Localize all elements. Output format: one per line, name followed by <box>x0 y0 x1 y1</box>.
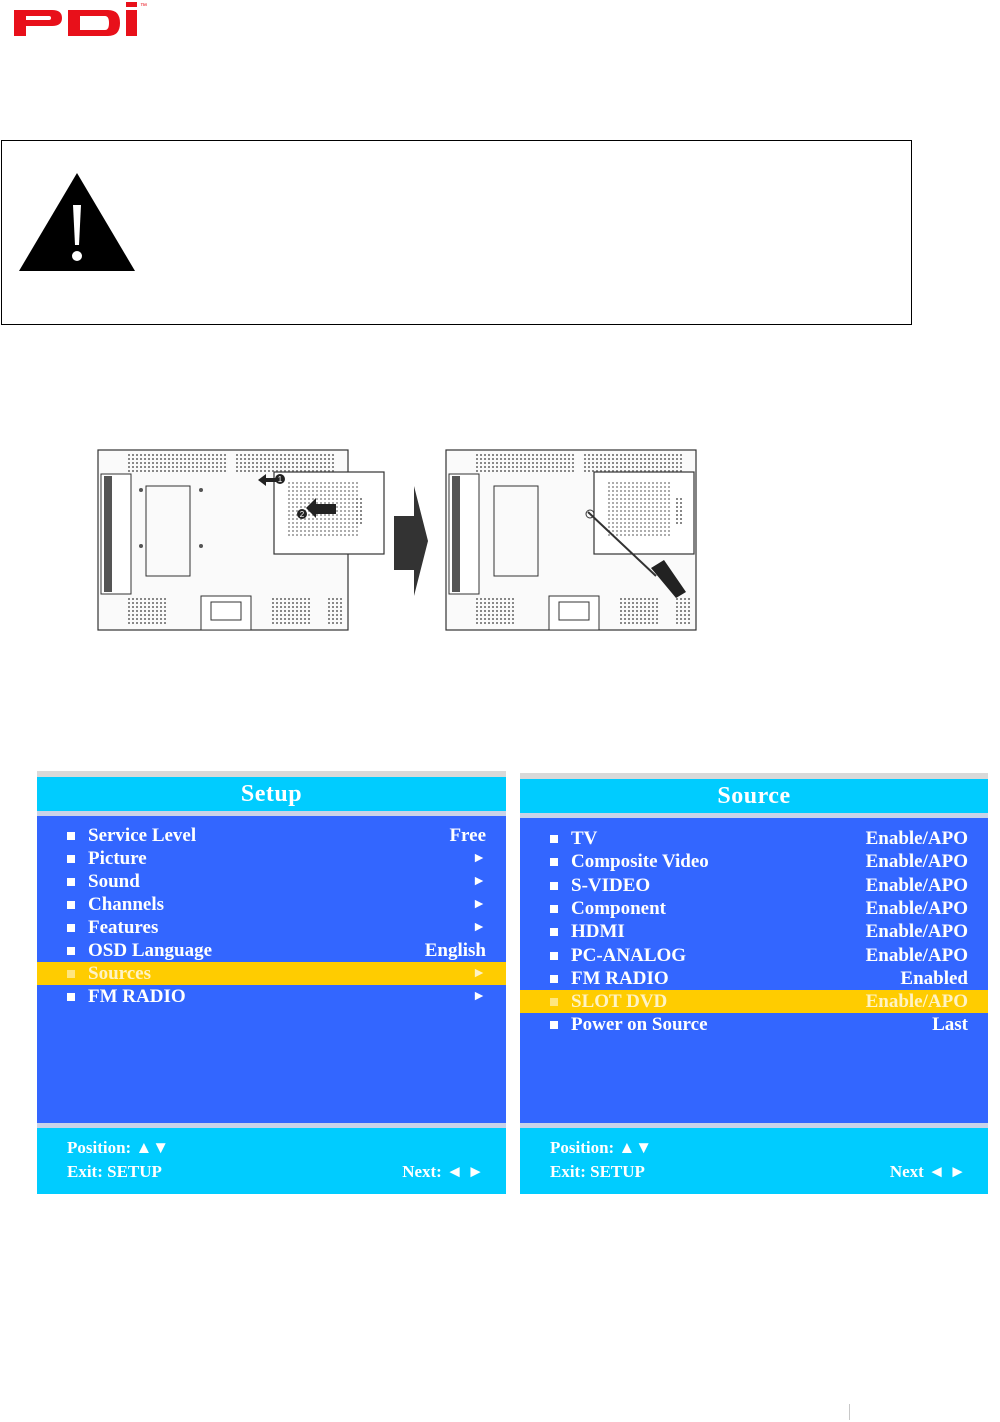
menu-divider <box>520 1123 988 1128</box>
menu-item-value: Enable/APO <box>865 897 968 919</box>
menu-item-value: Enable/APO <box>865 851 968 873</box>
footer-next-hint: Next ◄ ► <box>889 1162 966 1181</box>
menu-item-label: Power on Source <box>571 1014 708 1036</box>
menu-item[interactable]: TV Enable/APO <box>520 827 988 850</box>
menu-item-label: TV <box>571 828 598 849</box>
submenu-arrow-icon: ► <box>472 920 486 935</box>
menu-item-label: HDMI <box>571 921 625 943</box>
menu-item[interactable]: HDMI Enable/APO <box>520 920 988 943</box>
submenu-arrow-icon: ► <box>472 989 486 1004</box>
screwdriver-icon <box>651 560 686 598</box>
menu-footer: Position: ▲▼ Exit: SETUP Next ◄ ► <box>520 1128 988 1194</box>
footer-exit-hint: Exit: SETUP <box>550 1162 645 1181</box>
menu-item[interactable]: Sound ► <box>37 870 506 893</box>
menu-item[interactable]: Service Level Free <box>37 824 506 847</box>
menu-item-label: Features <box>88 917 159 938</box>
menu-item[interactable]: FM RADIO ► <box>37 985 506 1008</box>
menu-item[interactable]: Picture ► <box>37 847 506 870</box>
bullet-icon <box>67 924 75 932</box>
menu-item-label: Sources <box>88 963 151 984</box>
menu-item-label: Picture <box>88 848 147 869</box>
menu-item-label: Composite Video <box>571 851 709 873</box>
warning-triangle-icon <box>19 173 135 271</box>
footer-next-hint: Next: ◄ ► <box>402 1162 484 1181</box>
menu-footer: Position: ▲▼ Exit: SETUP Next: ◄ ► <box>37 1128 506 1194</box>
menu-title: Source <box>520 779 988 813</box>
menu-item[interactable]: Composite Video Enable/APO <box>520 850 988 873</box>
trademark-mark: ™ <box>140 3 147 10</box>
bullet-icon <box>67 993 75 1001</box>
menu-item-label: PC-ANALOG <box>571 944 687 966</box>
submenu-arrow-icon: ► <box>472 897 486 912</box>
menu-item-value: Last <box>932 1014 968 1036</box>
bullet-icon <box>550 835 558 843</box>
bullet-icon <box>67 832 75 840</box>
bullet-icon <box>550 881 558 890</box>
svg-text:2: 2 <box>300 510 305 519</box>
arrow-right-icon <box>394 486 428 596</box>
bullet-icon <box>550 998 558 1007</box>
svg-text:1: 1 <box>278 475 283 484</box>
menu-item-value: English <box>424 940 486 961</box>
menu-item[interactable]: Sources ► <box>37 962 506 985</box>
footer-position-hint: Position: ▲▼ <box>67 1138 170 1157</box>
menu-top-band <box>520 773 988 779</box>
bullet-icon <box>67 947 75 955</box>
menu-item-value: Enable/APO <box>865 944 968 966</box>
dvd-slot-installation-illustration: 1 2 <box>97 449 697 631</box>
bullet-icon <box>550 904 558 913</box>
submenu-arrow-icon: ► <box>472 874 486 889</box>
menu-item-label: Sound <box>88 871 140 892</box>
menu-item-label: OSD Language <box>88 940 213 961</box>
footer-position-hint: Position: ▲▼ <box>550 1138 653 1157</box>
bullet-icon <box>67 901 75 909</box>
tv-back-after <box>445 449 697 631</box>
bullet-icon <box>550 1021 558 1030</box>
menu-item-label: SLOT DVD <box>571 991 668 1013</box>
menu-item-value: Enable/APO <box>865 874 968 896</box>
bullet-icon <box>550 928 558 937</box>
submenu-arrow-icon: ► <box>472 966 486 981</box>
menu-item[interactable]: Power on Source Last <box>520 1013 988 1036</box>
bullet-icon <box>67 970 75 978</box>
menu-item-label: Service Level <box>88 825 197 846</box>
menu-item[interactable]: Features ► <box>37 916 506 939</box>
warning-box <box>1 140 912 325</box>
menu-item-value: Enabled <box>900 967 968 989</box>
menu-item-value: Enable/APO <box>865 921 968 943</box>
menu-item[interactable]: Component Enable/APO <box>520 897 988 920</box>
menu-item-value: Free <box>449 825 486 846</box>
pdi-logo: ™ <box>14 2 147 36</box>
bullet-icon <box>550 974 558 983</box>
bullet-icon <box>67 855 75 863</box>
bullet-icon <box>67 878 75 886</box>
menu-item-label: S-VIDEO <box>571 874 651 896</box>
menu-item[interactable]: OSD Language English <box>37 939 506 962</box>
menu-divider <box>520 813 988 818</box>
menu-item[interactable]: S-VIDEO Enable/APO <box>520 874 988 897</box>
footer-exit-hint: Exit: SETUP <box>67 1162 162 1181</box>
menu-item-label: FM RADIO <box>571 967 669 989</box>
menu-top-band <box>37 771 506 777</box>
submenu-arrow-icon: ► <box>472 851 486 866</box>
menu-divider <box>37 811 506 816</box>
bullet-icon <box>550 951 558 960</box>
menu-item-value: Enable/APO <box>865 828 968 849</box>
menu-divider <box>37 1123 506 1128</box>
tv-back-before: 1 2 <box>97 449 385 631</box>
menu-item[interactable]: SLOT DVD Enable/APO <box>520 990 988 1014</box>
menu-item-value: Enable/APO <box>865 991 968 1013</box>
menu-item[interactable]: FM RADIO Enabled <box>520 967 988 990</box>
menu-title: Setup <box>37 777 506 811</box>
menu-item-label: Channels <box>88 894 165 915</box>
menu-item-label: FM RADIO <box>88 986 186 1007</box>
menu-item-label: Component <box>571 897 667 919</box>
menu-item[interactable]: PC-ANALOG Enable/APO <box>520 944 988 967</box>
menu-item[interactable]: Channels ► <box>37 893 506 916</box>
bullet-icon <box>550 858 558 867</box>
page-marker <box>849 1404 850 1420</box>
